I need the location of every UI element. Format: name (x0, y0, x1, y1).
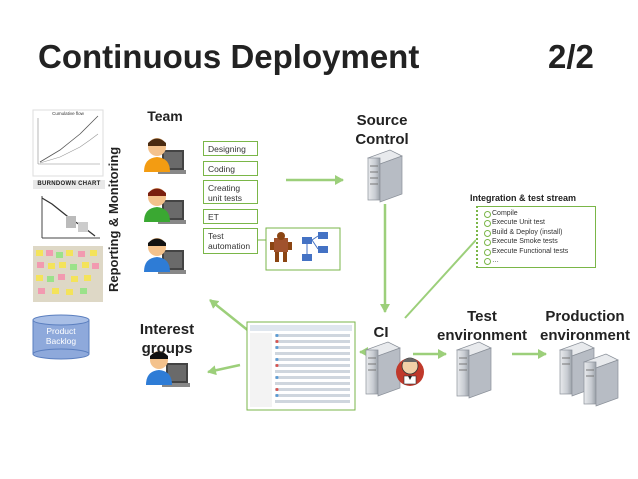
reporting-monitoring-label: Reporting & Monitoring (106, 146, 121, 292)
kanban-board-thumbnail (33, 246, 103, 302)
stream-item: Compile (484, 209, 591, 219)
chart-thumbnail (32, 109, 104, 177)
stream-item: … (484, 256, 591, 266)
burndown-banner: BURNDOWN CHART (37, 181, 101, 187)
flowchart-icon (302, 232, 328, 261)
arrow-dashboard-to-team (209, 299, 251, 333)
stream-item: Build & Deploy (install) (484, 228, 591, 238)
person-at-computer-icon (146, 351, 190, 387)
server-icon (367, 149, 403, 203)
ci-label: CI (373, 324, 389, 341)
interest-groups-label: Interest groups (139, 321, 195, 357)
person-at-computer-icon (144, 138, 186, 174)
server-icon (583, 353, 619, 407)
person-at-computer-icon (144, 188, 186, 224)
production-environment-label: Production environment (539, 308, 630, 344)
jenkins-butler-icon (396, 357, 424, 386)
person-at-computer-icon (144, 238, 186, 274)
arrow-dashboard-to-interest (207, 363, 241, 376)
page-number: 2/2 (548, 38, 594, 75)
stream-item: Execute Smoke tests (484, 237, 591, 247)
stream-connector (404, 239, 477, 319)
server-icon (365, 341, 401, 397)
task-creating-unit-tests: Creating unit tests (203, 180, 258, 204)
server-icon (456, 341, 492, 399)
robot-icon (270, 232, 292, 262)
slide-title: Continuous Deployment (38, 38, 420, 75)
task-test-automation: Test automation (203, 228, 258, 254)
database-icon (32, 314, 90, 360)
burndown-chart-thumbnail (33, 180, 105, 242)
test-environment-label: Test environment (436, 308, 527, 344)
team-label: Team (147, 108, 183, 124)
product-backlog-label: Product Backlog (45, 326, 77, 346)
task-coding: Coding (203, 161, 258, 176)
stream-item: Execute Unit test (484, 218, 591, 228)
stream-box: Compile Execute Unit test Build & Deploy… (476, 206, 596, 268)
chart-thumb-title: Cumulative flow (52, 111, 84, 116)
stream-title: Integration & test stream (470, 193, 577, 203)
task-et: ET (203, 209, 258, 224)
task-designing: Designing (203, 141, 258, 156)
ci-dashboard-thumbnail (246, 321, 356, 411)
stream-item: Execute Functional tests (484, 247, 591, 257)
source-control-label: Source Control (355, 112, 409, 148)
